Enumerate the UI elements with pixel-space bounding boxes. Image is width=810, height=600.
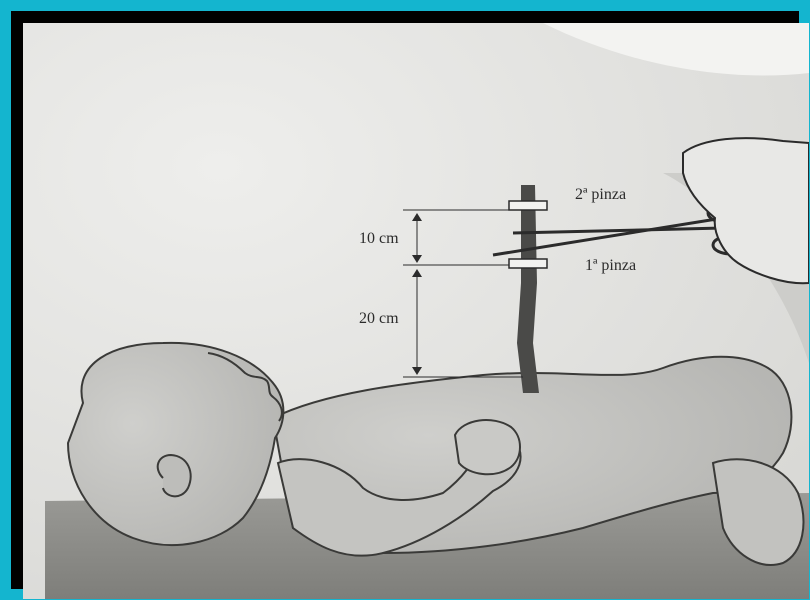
label-distance-lower: 20 cm bbox=[359, 310, 399, 327]
baby-ear bbox=[158, 455, 191, 496]
cord-clamping-illustration: 2ª pinza 1ª pinza 10 cm 20 cm bbox=[23, 23, 809, 599]
clamp-second bbox=[509, 201, 547, 210]
label-clamp-second: 2ª pinza bbox=[575, 186, 626, 203]
label-clamp-first: 1ª pinza bbox=[585, 257, 636, 274]
label-distance-upper: 10 cm bbox=[359, 230, 399, 247]
baby-fist bbox=[455, 420, 520, 474]
clamp-first bbox=[509, 259, 547, 268]
